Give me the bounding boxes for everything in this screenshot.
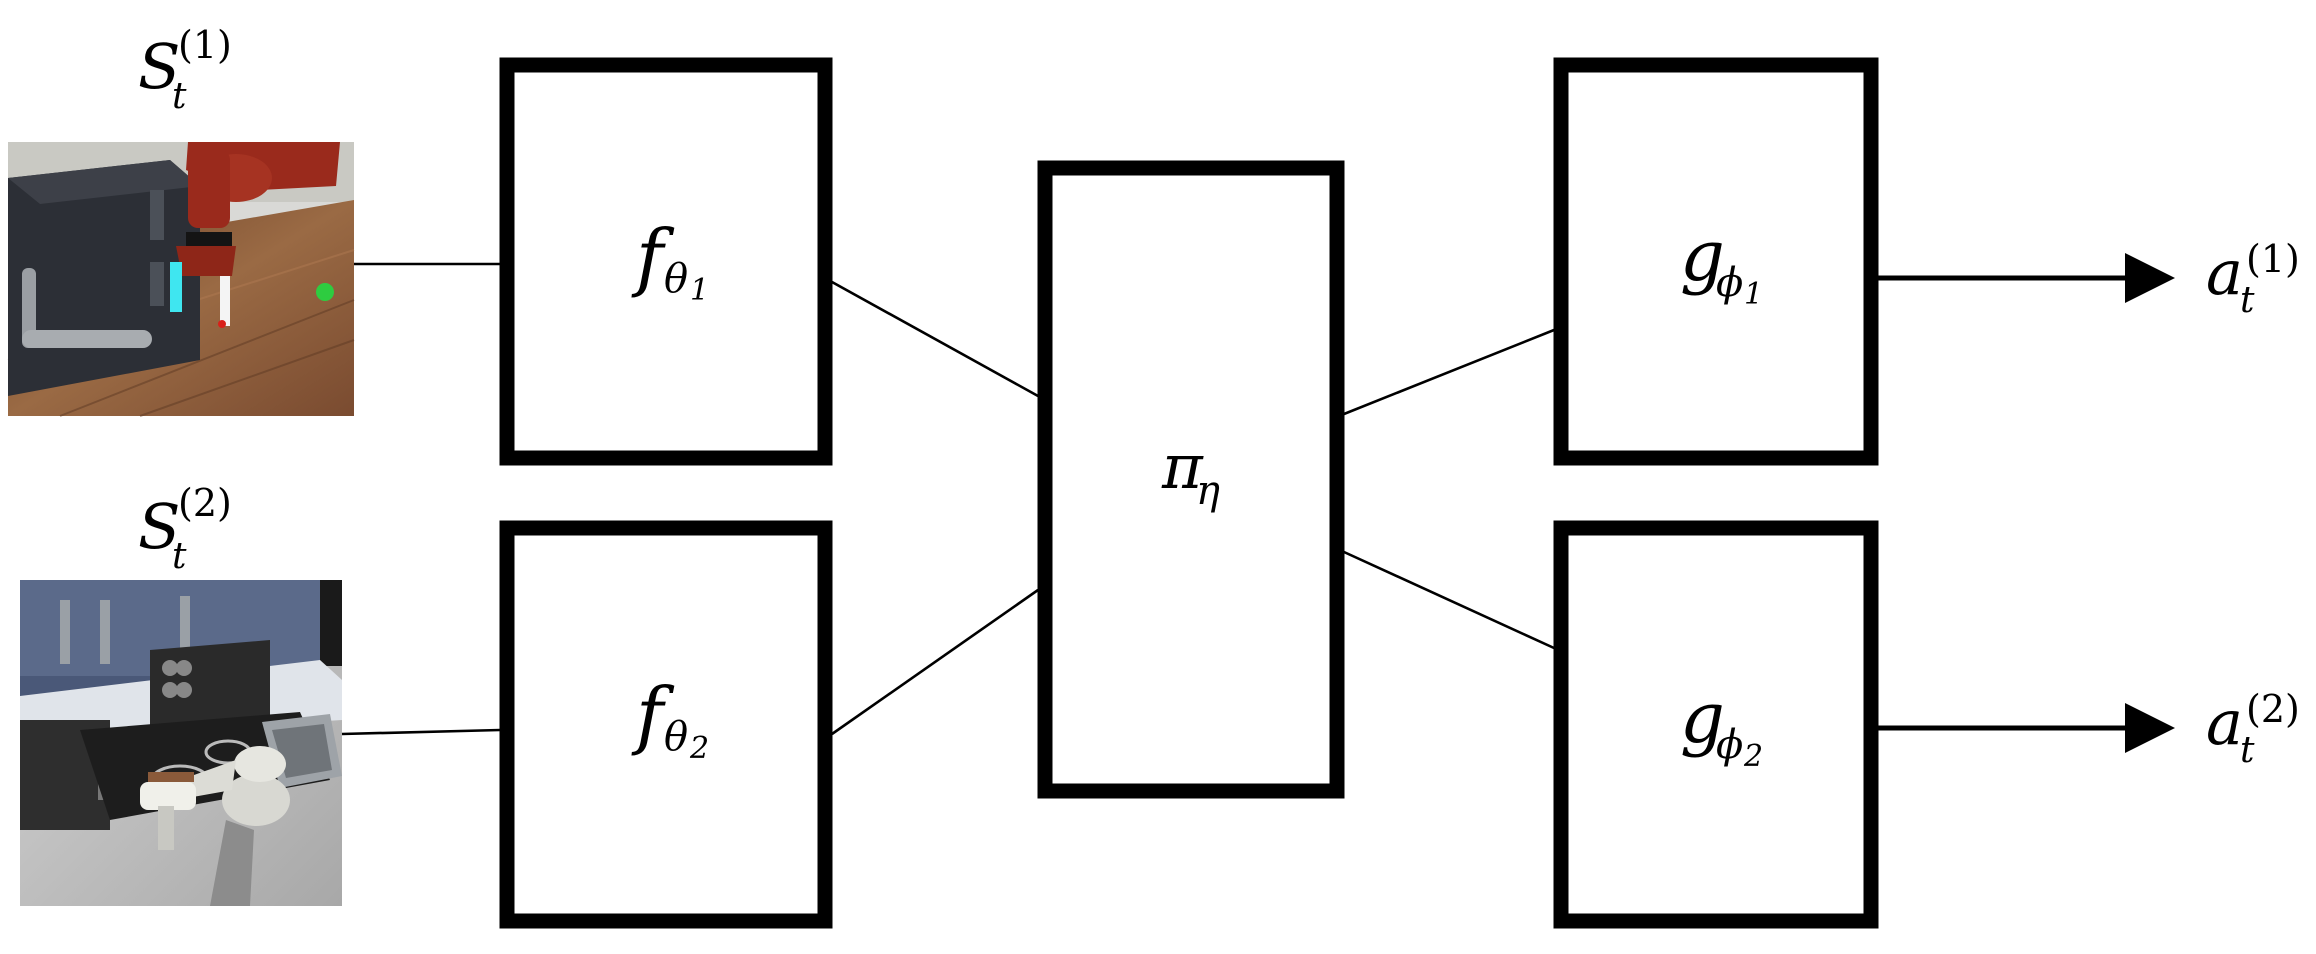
action-superscript-2: (2) <box>2246 687 2300 731</box>
decoder-symbol-1: g <box>1680 215 1725 297</box>
encoder-box-1: f θ 1 <box>499 57 833 466</box>
connections <box>341 262 1555 736</box>
policy-param: η <box>1196 468 1220 514</box>
action-subscript-2: t <box>2240 730 2255 771</box>
encoder-box-2: f θ 2 <box>499 520 833 929</box>
robot-arm-safe-scene-image <box>7 142 355 417</box>
policy-box: π η <box>1037 160 1345 799</box>
state-label-2: S t (2) <box>138 481 232 577</box>
action-label-2: a t (2) <box>2206 686 2300 771</box>
state-symbol-2: S <box>138 490 180 563</box>
state-subscript-1: t <box>172 76 187 117</box>
policy-symbol: π <box>1161 430 1204 503</box>
state-label-1: S t (1) <box>138 23 232 117</box>
decoder-symbol-2: g <box>1680 677 1725 759</box>
encoder-param-2: θ <box>664 714 688 760</box>
encoder-param-index-2: 2 <box>689 731 709 766</box>
state-superscript-1: (1) <box>178 23 232 67</box>
encoder-param-index-1: 1 <box>690 273 709 308</box>
action-symbol-1: a <box>2206 236 2243 309</box>
robot-kitchen-scene-image <box>20 580 342 906</box>
action-subscript-1: t <box>2240 280 2255 321</box>
connector-encoder2-policy <box>831 588 1039 736</box>
action-symbol-2: a <box>2206 686 2243 759</box>
state-subscript-2: t <box>172 536 187 577</box>
state-symbol-1: S <box>138 30 180 103</box>
connector-policy-decoder2 <box>1343 550 1555 650</box>
action-label-1: a t (1) <box>2206 236 2300 321</box>
connector-policy-decoder1 <box>1343 328 1555 416</box>
decoder-param-index-2: 2 <box>1743 739 1763 774</box>
encoder-param-1: θ <box>664 256 688 302</box>
connector-input2-encoder2 <box>341 728 501 736</box>
decoder-param-index-1: 1 <box>1744 277 1763 312</box>
action-superscript-1: (1) <box>2246 237 2300 281</box>
decoder-param-2: ϕ <box>1716 722 1743 768</box>
decoder-box-2: g ϕ 2 <box>1553 520 1879 929</box>
decoder-param-1: ϕ <box>1716 260 1743 306</box>
state-superscript-2: (2) <box>178 481 232 525</box>
connector-encoder1-policy <box>831 280 1039 398</box>
decoder-box-1: g ϕ 1 <box>1553 57 1879 466</box>
